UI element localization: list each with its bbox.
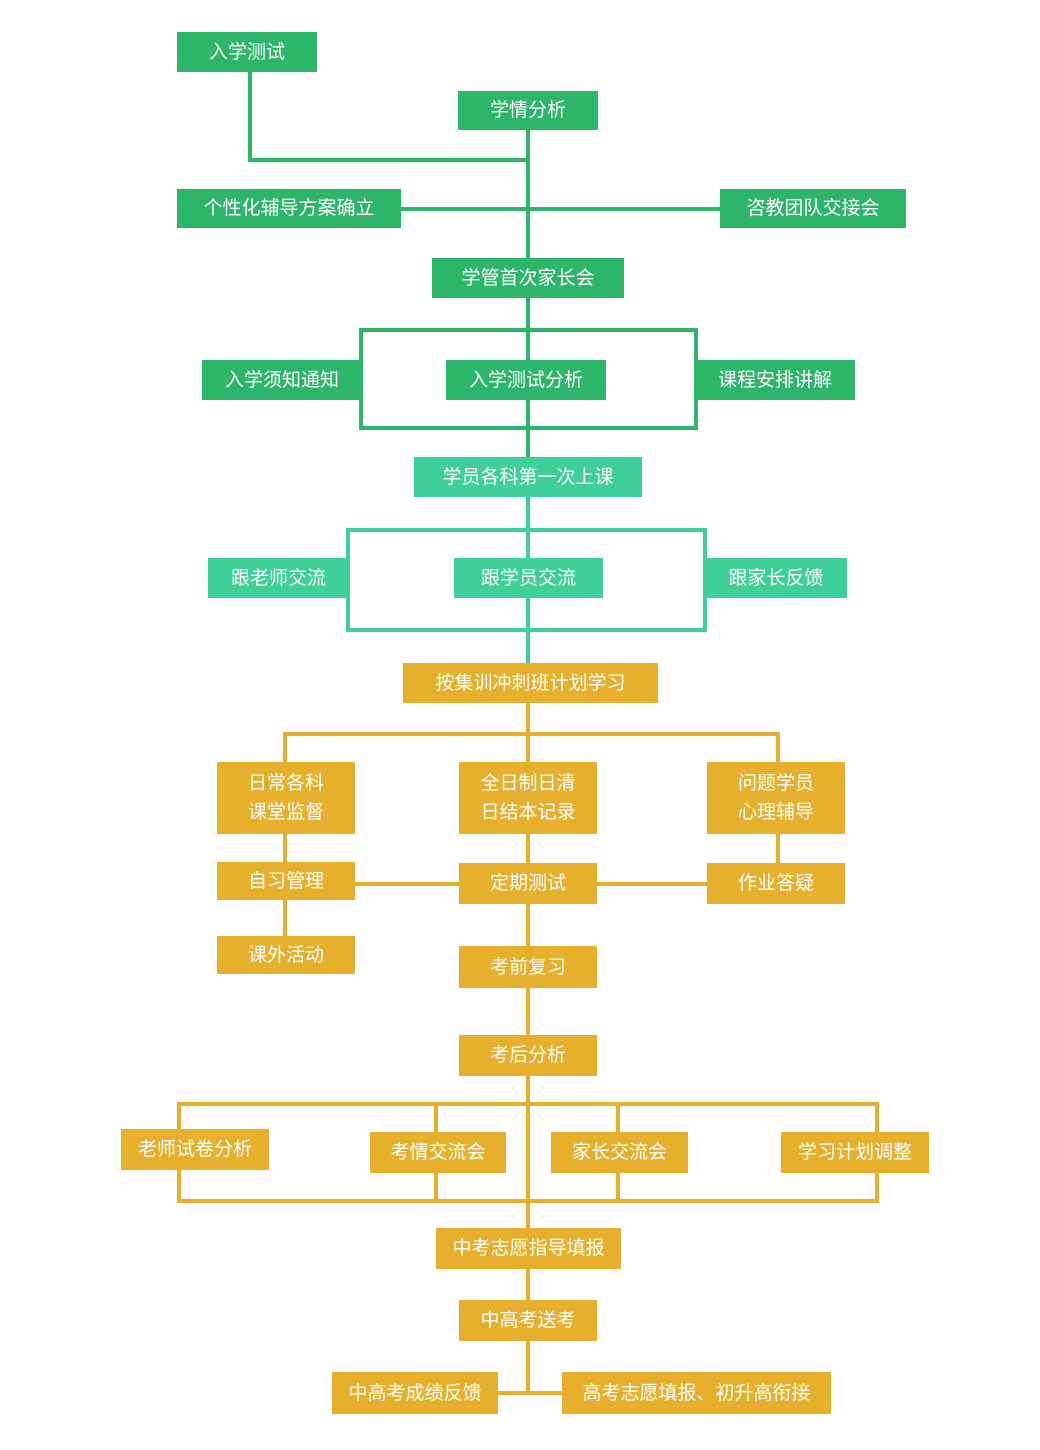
- node-team-handover: 咨教团队交接会: [720, 189, 906, 228]
- connector: [248, 68, 530, 162]
- node-label: 课程安排讲解: [717, 368, 832, 391]
- node-label: 作业答疑: [737, 872, 814, 894]
- connector: [177, 1167, 879, 1203]
- node-post-exam-analysis: 考后分析: [459, 1035, 597, 1076]
- node-label: 家长交流会: [571, 1141, 667, 1163]
- node-label: 定期测试: [489, 872, 566, 894]
- node-first-parent-meeting: 学管首次家长会: [432, 258, 624, 298]
- node-label: 老师试卷分析: [137, 1138, 252, 1160]
- node-label: 中考志愿指导填报: [452, 1237, 605, 1259]
- node-label: 课外活动: [247, 943, 324, 966]
- node-label: 跟学员交流: [480, 566, 576, 589]
- node-label-line2: 日结本记录: [480, 801, 576, 823]
- node-label-line1: 日常各科: [247, 772, 324, 794]
- node-exam-escort: 中高考送考: [459, 1300, 597, 1341]
- node-daily-supervision: 日常各科课堂监督: [217, 762, 355, 834]
- node-test-analysis: 入学测试分析: [446, 360, 606, 400]
- node-label-line1: 全日制日清: [480, 772, 576, 794]
- node-label: 学员各科第一次上课: [442, 465, 614, 488]
- node-study-by-plan: 按集训冲刺班计划学习: [403, 663, 658, 703]
- node-label: 入学测试分析: [468, 368, 583, 391]
- node-paper-analysis: 老师试卷分析: [121, 1129, 269, 1170]
- node-label: 中高考送考: [480, 1309, 576, 1331]
- node-label: 考前复习: [489, 955, 566, 978]
- node-teacher-communication: 跟老师交流: [208, 558, 349, 598]
- node-label: 学管首次家长会: [461, 266, 595, 289]
- node-volunteer-guidance: 中考志愿指导填报: [436, 1228, 621, 1269]
- node-daily-clearance: 全日制日清日结本记录: [459, 762, 597, 834]
- node-label: 学情分析: [489, 99, 566, 121]
- node-first-class: 学员各科第一次上课: [414, 457, 642, 497]
- node-label-line2: 课堂监督: [247, 801, 324, 823]
- node-exam-meeting: 考情交流会: [370, 1132, 506, 1173]
- node-counseling: 问题学员心理辅导: [707, 762, 845, 834]
- node-personalized-plan: 个性化辅导方案确立: [177, 189, 401, 228]
- node-enrollment-notice: 入学须知通知: [202, 360, 362, 400]
- node-label-line2: 心理辅导: [737, 801, 814, 823]
- node-label: 按集训冲刺班计划学习: [435, 671, 626, 694]
- node-regular-test: 定期测试: [459, 863, 597, 904]
- node-activities: 课外活动: [217, 936, 355, 974]
- node-label: 个性化辅导方案确立: [203, 197, 375, 219]
- node-entrance-test: 入学测试: [177, 32, 317, 72]
- node-label-line1: 问题学员: [737, 772, 814, 794]
- node-parent-feedback: 跟家长反馈: [705, 558, 847, 598]
- node-student-communication: 跟学员交流: [454, 558, 603, 598]
- node-label: 跟家长反馈: [728, 566, 824, 589]
- node-homework-qa: 作业答疑: [707, 863, 845, 904]
- node-label: 高考志愿填报、初升高衔接: [582, 1381, 811, 1404]
- node-label: 考情交流会: [390, 1141, 486, 1163]
- connector: [283, 732, 780, 765]
- node-self-study: 自习管理: [217, 862, 355, 900]
- node-exam-review: 考前复习: [459, 946, 597, 988]
- node-course-explanation: 课程安排讲解: [695, 360, 855, 400]
- node-label: 考后分析: [489, 1044, 566, 1066]
- node-score-feedback: 中高考成绩反馈: [332, 1372, 498, 1414]
- node-gaokao-volunteer: 高考志愿填报、初升高衔接: [562, 1372, 831, 1414]
- node-label: 中高考成绩反馈: [348, 1381, 482, 1404]
- node-label: 入学测试: [208, 40, 285, 63]
- node-label: 跟老师交流: [230, 566, 326, 589]
- node-label: 学习计划调整: [797, 1141, 912, 1163]
- node-label: 自习管理: [247, 869, 324, 892]
- node-plan-adjust: 学习计划调整: [781, 1132, 929, 1173]
- node-parent-meeting: 家长交流会: [551, 1132, 688, 1173]
- connector: [177, 1102, 879, 1133]
- node-learning-analysis: 学情分析: [458, 91, 598, 130]
- node-label: 入学须知通知: [224, 368, 339, 391]
- node-label: 咨教团队交接会: [746, 197, 880, 219]
